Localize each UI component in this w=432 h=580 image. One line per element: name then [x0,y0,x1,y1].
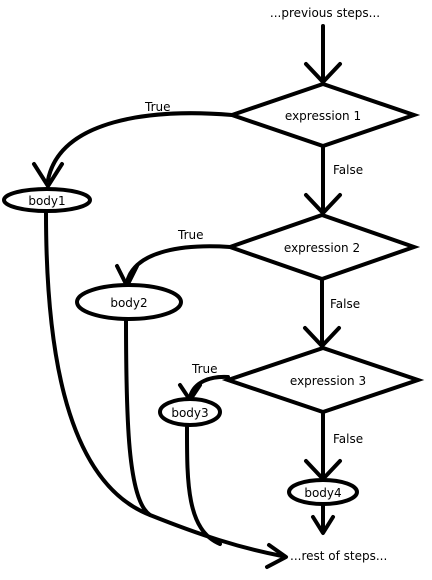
body-node-3: body3 [158,397,222,427]
false-arrow-1 [304,146,342,215]
true-arrow-2 [115,244,232,288]
true-arrow-1 [32,111,234,188]
true-label-3: True [191,362,218,376]
decision-1: expression 1 [225,81,421,149]
true-label-1: True [144,100,171,114]
body-label-2: body2 [110,296,147,310]
false-label-3: False [333,432,363,446]
true-label-2: True [177,228,204,242]
end-label: ...rest of steps... [290,549,387,563]
merge-lines [44,211,284,558]
decision-3-label: expression 3 [290,374,366,388]
false-label-2: False [330,297,360,311]
start-label: ...previous steps... [270,6,380,20]
body-label-1: body1 [28,194,65,208]
false-arrow-3 [304,412,342,481]
false-label-1: False [333,163,363,177]
body-label-4: body4 [304,486,341,500]
true-arrow-3 [178,374,230,402]
body-node-4: body4 [287,478,359,506]
decision-1-label: expression 1 [285,109,361,123]
end-arrow [265,543,288,569]
body-node-1: body1 [2,187,92,213]
body-label-3: body3 [171,406,208,420]
spine-arrow-start [304,24,342,84]
decision-2: expression 2 [223,212,421,282]
decision-2-label: expression 2 [284,241,360,255]
body-node-2: body2 [75,283,183,321]
spine-arrow-end [311,501,335,535]
false-arrow-2 [303,279,341,348]
decision-3: expression 3 [221,345,425,415]
